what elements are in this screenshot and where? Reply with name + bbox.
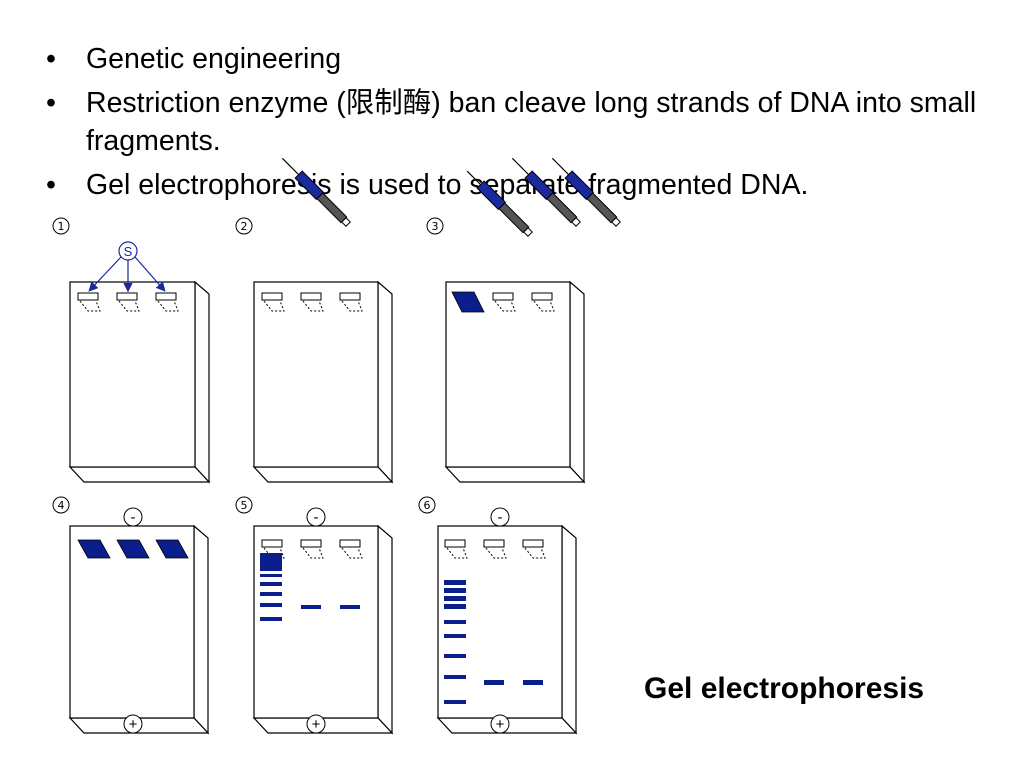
step-label-4: 4	[52, 496, 70, 514]
step-label-3: 3	[426, 217, 444, 235]
bullet-dot: •	[46, 169, 56, 201]
pipettes	[281, 157, 621, 313]
step-label-5: 5	[235, 496, 253, 514]
electrodes: - - - + + +	[123, 507, 510, 734]
well	[116, 292, 140, 312]
well	[444, 539, 468, 559]
step-number: 3	[432, 220, 439, 233]
positive-label: +	[312, 716, 321, 733]
well	[300, 292, 324, 312]
negative-electrode: -	[490, 507, 510, 527]
gel-box-3	[444, 280, 586, 484]
bullet-text: Gel electrophoresis is used to separate …	[86, 169, 809, 201]
negative-label: -	[498, 509, 503, 526]
well	[77, 292, 101, 312]
step-label-1: 1	[52, 217, 70, 235]
well	[261, 292, 285, 312]
bullet-dot: •	[46, 87, 56, 119]
well	[339, 539, 363, 559]
bullet-list: • Genetic engineering • Restriction enzy…	[46, 40, 996, 210]
pipette-icon	[466, 170, 533, 237]
well	[155, 292, 179, 312]
bullet-item: • Restriction enzyme (限制酶) ban cleave lo…	[46, 84, 996, 160]
well	[261, 539, 285, 559]
pipette-icon	[551, 157, 621, 227]
gel-box-1	[68, 280, 211, 484]
positive-electrode: +	[490, 714, 510, 734]
positive-electrode: +	[306, 714, 326, 734]
step-label-2: 2	[235, 217, 253, 235]
negative-electrode: -	[306, 507, 326, 527]
bands-gel-6	[444, 580, 543, 704]
loaded-samples	[77, 539, 189, 559]
figure-caption: Gel electrophoresis	[644, 672, 925, 705]
step-number: 6	[424, 499, 431, 512]
well	[492, 292, 516, 312]
bullet-dot: •	[46, 43, 56, 75]
wells	[77, 292, 555, 559]
negative-electrode: -	[123, 507, 143, 527]
step-labels: 1 2 3 4 5 6	[52, 217, 444, 514]
gel-box-2	[252, 280, 394, 484]
loaded-sample	[451, 291, 485, 313]
positive-label: +	[129, 716, 138, 733]
bullet-text: Genetic engineering	[86, 43, 342, 75]
negative-label: -	[314, 509, 319, 526]
bands-gel-5	[260, 553, 360, 621]
gel-boxes	[68, 280, 586, 735]
well	[483, 539, 507, 559]
well	[339, 292, 363, 312]
negative-label: -	[131, 509, 136, 526]
step-number: 5	[241, 499, 248, 512]
well	[522, 539, 546, 559]
positive-label: +	[496, 716, 505, 733]
well	[531, 292, 555, 312]
step-label-6: 6	[418, 496, 436, 514]
sample-arrows	[88, 256, 166, 293]
bullet-item: • Gel electrophoresis is used to separat…	[46, 166, 996, 204]
well	[300, 539, 324, 559]
positive-electrode: +	[123, 714, 143, 734]
step-number: 4	[58, 499, 65, 512]
sample-label: S	[124, 244, 133, 259]
pipette-icon	[511, 157, 581, 227]
step-number: 1	[58, 220, 65, 233]
bullet-item: • Genetic engineering	[46, 40, 996, 78]
bullet-text: Restriction enzyme (限制酶) ban cleave long…	[86, 87, 977, 157]
sample-marker: S	[88, 241, 166, 293]
step-number: 2	[241, 220, 248, 233]
pipette-icon	[281, 157, 351, 227]
